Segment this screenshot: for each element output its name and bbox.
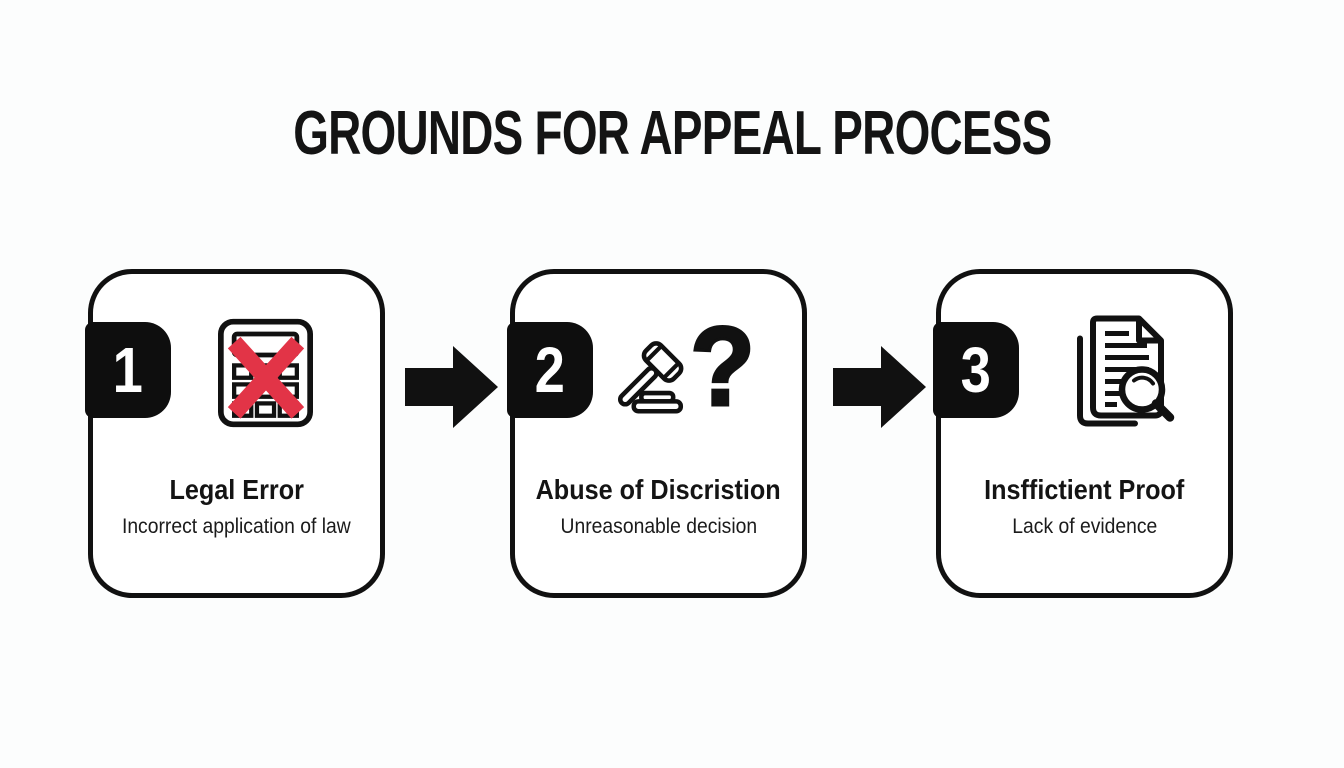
step-subtitle: Unreasonable decision [560, 515, 757, 538]
step-title: Abuse of Discristion [535, 474, 782, 505]
step-number-badge: 3 [933, 322, 1019, 418]
step-card-abuse-of-discretion: 2 ? Abuse of Discristion Unreasonable de… [507, 269, 807, 598]
form-x-icon [213, 316, 318, 430]
step-title: Legal Error [169, 474, 304, 505]
arrow-right-icon [833, 346, 926, 428]
step-number-badge: 2 [507, 322, 593, 418]
step-title-wrap: Insffictient Proof [941, 474, 1228, 506]
step-subtitle-wrap: Unreasonable decision [515, 515, 802, 539]
step-number-badge: 1 [85, 322, 171, 418]
question-mark-glyph: ? [688, 304, 756, 429]
gavel-question-icon: ? [608, 309, 758, 432]
step-number: 2 [534, 334, 566, 406]
step-subtitle-wrap: Lack of evidence [941, 515, 1228, 539]
document-search-icon [1067, 310, 1177, 436]
step-card-legal-error: 1 Legal Error Incorrect app [85, 269, 385, 598]
step-title-wrap: Legal Error [93, 474, 380, 506]
step-subtitle-wrap: Incorrect application of law [93, 515, 380, 539]
step-number: 3 [960, 334, 992, 406]
step-subtitle: Incorrect application of law [122, 515, 351, 538]
step-number: 1 [112, 334, 144, 406]
page-title: GROUNDS FOR APPEAL PROCESS [0, 98, 1344, 169]
page-title-text: GROUNDS FOR APPEAL PROCESS [292, 99, 1052, 168]
step-card-insufficient-proof: 3 Insffictient Proof Lack o [933, 269, 1233, 598]
step-subtitle: Lack of evidence [1011, 515, 1157, 538]
step-title-wrap: Abuse of Discristion [515, 474, 802, 506]
arrow-right-icon [405, 346, 498, 428]
step-title: Insffictient Proof [984, 474, 1185, 505]
